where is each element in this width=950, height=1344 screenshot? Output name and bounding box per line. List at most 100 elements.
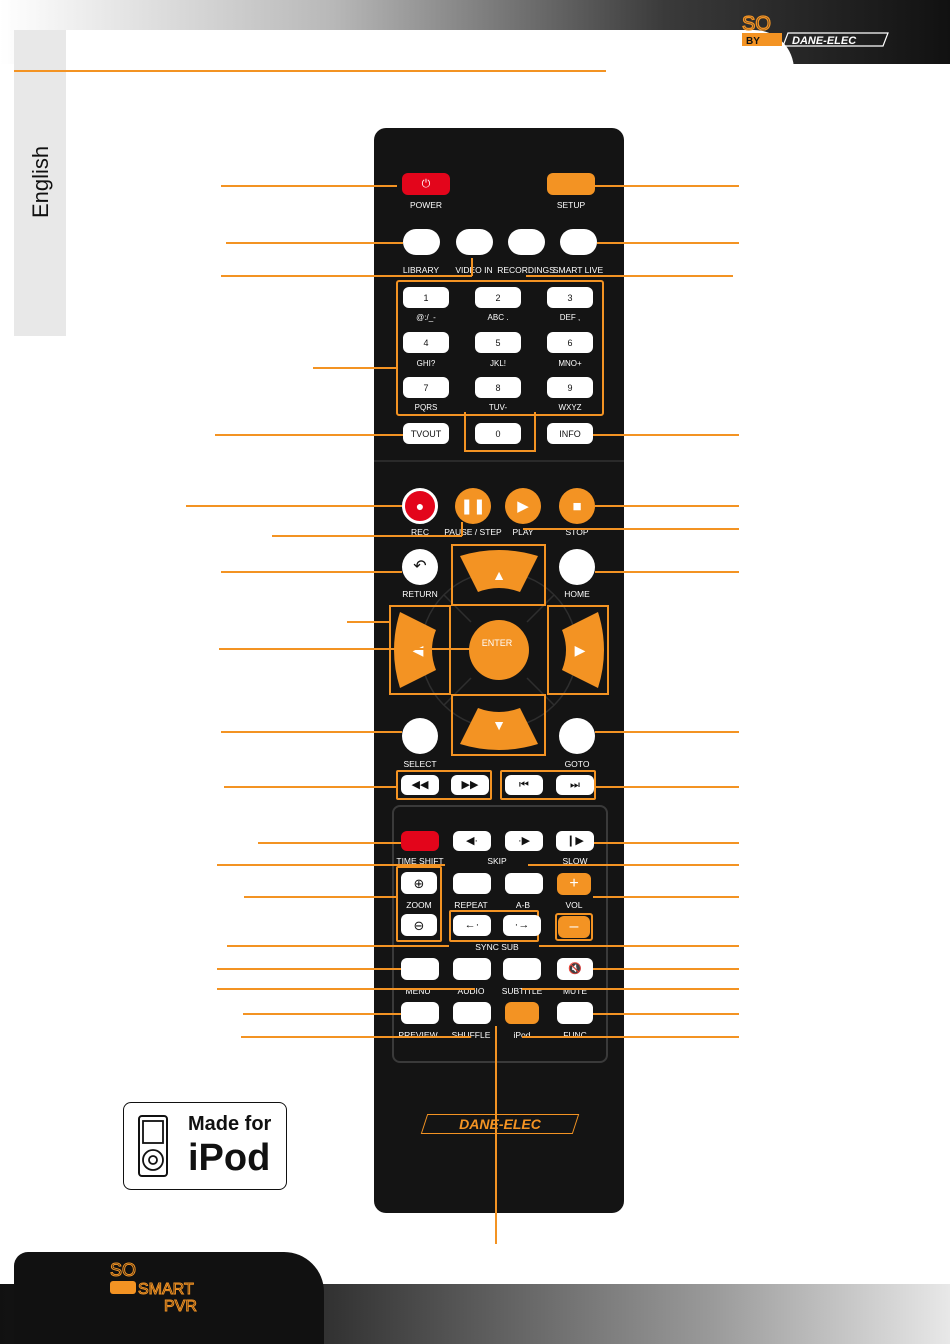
sync-sub-back-button[interactable]: ←· bbox=[453, 915, 491, 936]
volume-down-button[interactable]: – bbox=[558, 916, 590, 938]
callout-tvout bbox=[215, 434, 403, 436]
func-button[interactable] bbox=[557, 1002, 593, 1024]
recordings-button[interactable] bbox=[508, 229, 545, 255]
time-shift-button[interactable] bbox=[401, 831, 439, 851]
ipod-device-icon bbox=[138, 1115, 168, 1177]
skip-back-button[interactable]: ◀· bbox=[453, 831, 491, 851]
key-6-sub: MNO+ bbox=[558, 359, 582, 368]
callout-home bbox=[595, 571, 739, 573]
callout-sync-sub bbox=[227, 945, 449, 947]
key-1[interactable]: 1 bbox=[403, 287, 449, 308]
plus-icon: + bbox=[569, 875, 579, 892]
fast-forward-button[interactable]: ▶▶ bbox=[451, 775, 489, 795]
key-8[interactable]: 8 bbox=[475, 377, 521, 398]
callout-time-shift bbox=[258, 842, 401, 844]
goto-button[interactable] bbox=[559, 718, 595, 754]
minus-icon: – bbox=[569, 918, 579, 935]
pause-step-button[interactable]: ❚❚ bbox=[455, 488, 491, 524]
stop-label: STOP bbox=[565, 527, 589, 537]
prev-next-frame bbox=[500, 770, 596, 800]
play-icon: ▶ bbox=[517, 497, 529, 515]
menu-button[interactable] bbox=[401, 958, 439, 980]
page-header-card bbox=[14, 30, 794, 94]
a-b-button[interactable] bbox=[505, 873, 543, 894]
key-8-sub: TUV- bbox=[488, 403, 508, 412]
down-arrow-icon: ▼ bbox=[492, 717, 506, 733]
pause-icon: ❚❚ bbox=[460, 497, 486, 515]
home-button[interactable] bbox=[559, 549, 595, 585]
key-2[interactable]: 2 bbox=[475, 287, 521, 308]
badge-line1: Made for bbox=[188, 1113, 272, 1135]
callout-ipod-v bbox=[495, 1026, 497, 1244]
tvout-button[interactable]: TVOUT bbox=[403, 423, 449, 444]
zoom-in-button[interactable]: ⊕ bbox=[401, 872, 437, 894]
logo-pvr-text: PVR bbox=[164, 1298, 197, 1314]
callout-audio bbox=[217, 988, 475, 990]
previous-button[interactable]: ⏮ bbox=[505, 775, 543, 795]
key-4[interactable]: 4 bbox=[403, 332, 449, 353]
audio-button[interactable] bbox=[453, 958, 491, 980]
select-label: SELECT bbox=[403, 759, 437, 769]
key-0[interactable]: 0 bbox=[475, 423, 521, 444]
enter-label[interactable]: ENTER bbox=[481, 638, 513, 648]
power-label: POWER bbox=[409, 200, 443, 210]
key-3-sub: DEF , bbox=[559, 313, 581, 322]
key-9[interactable]: 9 bbox=[547, 377, 593, 398]
play-button[interactable]: ▶ bbox=[505, 488, 541, 524]
language-tab bbox=[14, 30, 66, 336]
mute-label: MUTE bbox=[562, 986, 588, 996]
key-6[interactable]: 6 bbox=[547, 332, 593, 353]
pause-step-label: PAUSE / STEP bbox=[444, 527, 502, 537]
shuffle-button[interactable] bbox=[453, 1002, 491, 1024]
stop-button[interactable]: ■ bbox=[559, 488, 595, 524]
rewind-icon: ◀◀ bbox=[411, 778, 429, 791]
return-button[interactable]: ↶ bbox=[402, 549, 438, 585]
info-button[interactable]: INFO bbox=[547, 423, 593, 444]
rewind-button[interactable]: ◀◀ bbox=[401, 775, 439, 795]
callout-video-in bbox=[221, 275, 472, 277]
smart-live-button[interactable] bbox=[560, 229, 597, 255]
callout-smart-live bbox=[597, 242, 739, 244]
key-5[interactable]: 5 bbox=[475, 332, 521, 353]
callout-return bbox=[221, 571, 402, 573]
svg-text:SO: SO bbox=[742, 13, 771, 35]
smart-live-label: SMART LIVE bbox=[552, 265, 604, 275]
zoom-out-button[interactable]: ⊖ bbox=[401, 914, 437, 936]
key-9-sub: WXYZ bbox=[558, 403, 582, 412]
subtitle-button[interactable] bbox=[503, 958, 541, 980]
rec-button[interactable]: ● bbox=[402, 488, 438, 524]
next-button[interactable]: ⏭ bbox=[556, 775, 594, 795]
video-in-button[interactable] bbox=[456, 229, 493, 255]
key-3[interactable]: 3 bbox=[547, 287, 593, 308]
callout-enter bbox=[219, 648, 470, 650]
library-button[interactable] bbox=[403, 229, 440, 255]
callout-a-b bbox=[539, 945, 739, 947]
skip-forward-button[interactable]: ·▶ bbox=[505, 831, 543, 851]
remote-brand-logo: DANE-ELEC bbox=[459, 1116, 541, 1132]
slow-button[interactable]: ❙▶ bbox=[556, 831, 594, 851]
volume-up-button[interactable]: + bbox=[557, 873, 591, 895]
sync-sub-forward-button[interactable]: ·→ bbox=[503, 915, 541, 936]
callout-keypad bbox=[313, 367, 396, 369]
slow-label: SLOW bbox=[562, 856, 588, 866]
left-button bbox=[394, 612, 436, 688]
setup-button[interactable] bbox=[547, 173, 595, 195]
select-button[interactable] bbox=[402, 718, 438, 754]
mute-button[interactable]: 🔇 bbox=[557, 958, 593, 980]
power-icon: ⏻ bbox=[421, 177, 431, 190]
svg-text:BY: BY bbox=[746, 36, 760, 47]
key-7[interactable]: 7 bbox=[403, 377, 449, 398]
slow-icon: ❙▶ bbox=[566, 834, 584, 847]
callout-power bbox=[221, 185, 397, 187]
zoom-label: ZOOM bbox=[406, 900, 432, 910]
callout-prev-next bbox=[596, 786, 739, 788]
callout-play bbox=[523, 528, 739, 530]
vol-label: VOL bbox=[565, 900, 583, 910]
repeat-button[interactable] bbox=[453, 873, 491, 894]
skip-back-icon: ◀· bbox=[465, 834, 479, 847]
power-button[interactable]: ⏻ bbox=[402, 173, 450, 195]
logo-so-text: SO bbox=[110, 1260, 136, 1280]
down-button bbox=[460, 708, 538, 750]
preview-button[interactable] bbox=[401, 1002, 439, 1024]
ipod-button[interactable] bbox=[505, 1002, 539, 1024]
